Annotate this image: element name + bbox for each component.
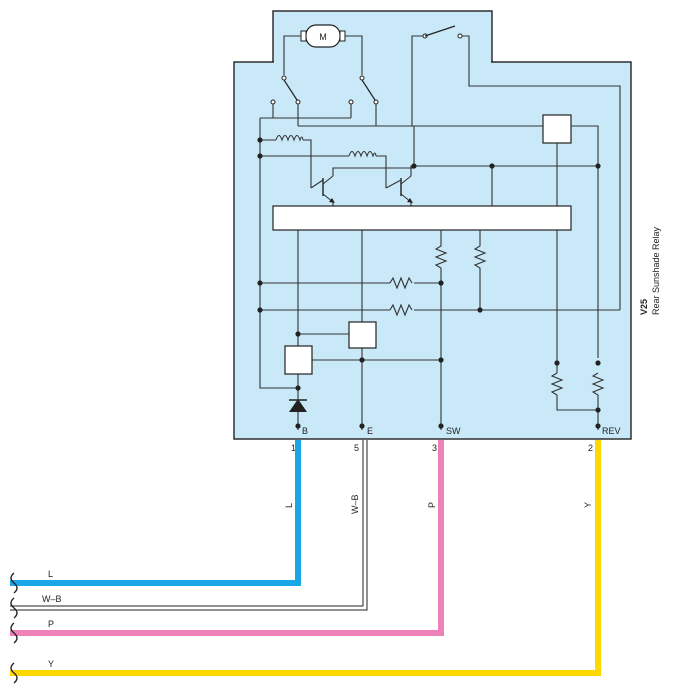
wire-label-l: L [48, 569, 53, 579]
resistor-5-icon [550, 372, 598, 411]
motor-label: M [319, 32, 327, 42]
junction-dots [257, 137, 601, 429]
wire-vlabel-y: Y [583, 502, 593, 508]
control-box-top [542, 114, 572, 144]
control-box-lower [284, 345, 313, 375]
wire-vlabel-w-b: W–B [350, 494, 360, 514]
terminal-pin-3: 3 [432, 443, 437, 453]
relay-name: Rear Sunshade Relay [651, 226, 661, 315]
motor-relay-switch-left [270, 75, 301, 105]
resistor-6-icon [591, 372, 605, 430]
resistor-4-icon [473, 230, 487, 310]
terminal-pin-5: 5 [354, 443, 359, 453]
terminal-name-sw: SW [446, 426, 461, 436]
wire-p [10, 440, 444, 636]
wire-vlabel-l: L [284, 503, 294, 508]
resistor-1-icon [389, 276, 413, 290]
wire-l [10, 440, 301, 586]
terminal-name-b: B [302, 426, 308, 436]
wire-y [10, 440, 601, 676]
terminal-pin-1: 1 [291, 443, 296, 453]
terminal-name-e: E [367, 426, 373, 436]
control-ic-bar [272, 205, 572, 231]
wire-label-p: P [48, 619, 54, 629]
control-box-middle [348, 321, 377, 349]
relay-code: V25 [639, 299, 649, 315]
transistor-right-icon [385, 175, 413, 203]
transistor-left-icon [310, 175, 335, 203]
resistor-2-icon [389, 303, 413, 317]
relay-coil-right-icon [348, 150, 377, 158]
motor-relay-switch-right [348, 75, 379, 105]
terminal-name-rev: REV [602, 426, 621, 436]
diode-icon [289, 399, 307, 412]
wire-label-y: Y [48, 659, 54, 669]
terminal-pin-2: 2 [588, 443, 593, 453]
wire-w-b [10, 440, 368, 611]
motor-symbol: M [300, 24, 346, 48]
relay-coil-left-icon [275, 134, 304, 142]
wire-label-w-b: W–B [42, 594, 62, 604]
resistor-3-icon [434, 230, 448, 430]
wire-break-marks [10, 572, 18, 684]
wire-vlabel-p: P [427, 502, 437, 508]
